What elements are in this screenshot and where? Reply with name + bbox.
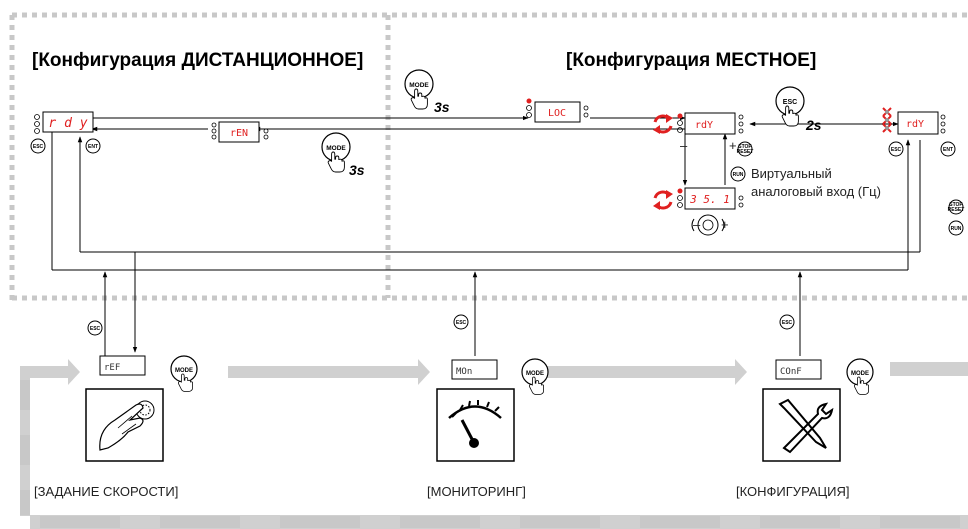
local-config-title: [Конфигурация МЕСТНОЕ] xyxy=(566,50,816,71)
mode-hold-time-top: 3s xyxy=(434,99,450,115)
ent-button-right[interactable]: ENT xyxy=(940,141,956,157)
display-mon: MOn xyxy=(451,359,498,380)
stop-reset-button-local[interactable]: STOP RESET xyxy=(737,141,754,157)
svg-text:MODE: MODE xyxy=(409,82,429,89)
display-ref: rEF xyxy=(99,355,146,376)
display-conf: COnF xyxy=(775,359,822,380)
display-rdy-local: rdY xyxy=(677,112,744,135)
monitoring-menu-label: [МОНИТОРИНГ] xyxy=(427,484,526,499)
svg-text:ESC: ESC xyxy=(90,326,101,332)
svg-text:rdY: rdY xyxy=(695,120,713,131)
connector-lines xyxy=(51,115,921,356)
esc-button-mon[interactable]: ESC xyxy=(453,314,469,330)
svg-text:RUN: RUN xyxy=(733,172,744,178)
mode-button-conf[interactable]: MODE xyxy=(846,358,874,395)
svg-text:MODE: MODE xyxy=(851,371,869,377)
svg-text:ESC: ESC xyxy=(891,147,902,153)
svg-text:MODE: MODE xyxy=(326,145,346,152)
run-button-right[interactable]: RUN xyxy=(948,220,964,236)
svg-text:MODE: MODE xyxy=(526,371,544,377)
svg-text:LOC: LOC xyxy=(548,108,566,119)
rotate-arrows-icon xyxy=(651,112,675,136)
svg-text:RESET: RESET xyxy=(737,149,754,155)
svg-text:MODE: MODE xyxy=(175,368,193,374)
display-loc: LOC xyxy=(526,98,589,123)
hand-dial-icon xyxy=(99,400,155,451)
mode-hold-time-mid: 3s xyxy=(349,162,365,178)
mode-button-ref[interactable]: MODE xyxy=(170,355,198,392)
jog-plus: + xyxy=(721,217,729,232)
mode-button-mon[interactable]: MODE xyxy=(521,358,549,395)
svg-text:ESC: ESC xyxy=(456,320,467,326)
display-rdy-right: rdY xyxy=(882,107,946,135)
dashed-border xyxy=(9,12,968,301)
esc-button-conf[interactable]: ESC xyxy=(779,314,795,330)
run-button-local[interactable]: RUN xyxy=(730,166,746,182)
svg-text:ENT: ENT xyxy=(943,147,953,153)
svg-text:rEF: rEF xyxy=(104,363,120,373)
ent-button-remote[interactable]: ENT xyxy=(85,138,101,154)
svg-text:RESET: RESET xyxy=(948,207,965,213)
virtual-input-label-line1: Виртуальный xyxy=(751,166,832,181)
config-menu-icon[interactable] xyxy=(762,388,841,462)
rotate-arrows-icon xyxy=(651,188,675,212)
display-rdy-remote: r d y xyxy=(34,111,94,134)
stop-reset-button-right[interactable]: STOP RESET xyxy=(948,199,965,215)
svg-text:STOP: STOP xyxy=(738,144,752,150)
mode-button-mid[interactable]: MODE xyxy=(321,132,351,173)
mode-button-top[interactable]: MODE xyxy=(404,69,434,110)
speed-ref-menu-icon[interactable] xyxy=(85,388,164,462)
svg-text:ESC: ESC xyxy=(33,144,44,150)
svg-text:STOP: STOP xyxy=(949,202,963,208)
gauge-icon xyxy=(448,400,502,448)
monitoring-menu-icon[interactable] xyxy=(436,388,515,462)
jog-dial-icon[interactable] xyxy=(691,214,725,236)
svg-text:COnF: COnF xyxy=(780,367,802,377)
svg-text:ESC: ESC xyxy=(783,99,797,106)
svg-text:ENT: ENT xyxy=(88,144,98,150)
esc-button-ref[interactable]: ESC xyxy=(87,320,103,336)
display-speed: 3 5. 1 xyxy=(677,187,744,210)
svg-text:RUN: RUN xyxy=(951,226,962,232)
svg-text:ESC: ESC xyxy=(782,320,793,326)
svg-text:rEN: rEN xyxy=(230,128,248,139)
esc-button-remote[interactable]: ESC xyxy=(30,138,46,154)
svg-text:r d y: r d y xyxy=(48,116,87,131)
remote-config-title: [Конфигурация ДИСТАНЦИОННОЕ] xyxy=(32,50,363,71)
svg-text:MOn: MOn xyxy=(456,367,472,377)
svg-text:3 5. 1: 3 5. 1 xyxy=(689,193,730,206)
virtual-input-label-line2: аналоговый вход (Гц) xyxy=(751,184,881,199)
esc-button-hold[interactable]: ESC xyxy=(775,86,805,127)
svg-text:rdY: rdY xyxy=(906,119,924,130)
plus-sign: + xyxy=(729,138,737,153)
speed-ref-menu-label: [ЗАДАНИЕ СКОРОСТИ] xyxy=(34,484,178,499)
esc-hold-time: 2s xyxy=(805,117,822,133)
config-menu-label: [КОНФИГУРАЦИЯ] xyxy=(736,484,850,499)
wrench-screwdriver-icon xyxy=(778,398,834,454)
minus-sign: – xyxy=(680,138,688,153)
jog-minus: – xyxy=(693,217,701,232)
esc-button-right[interactable]: ESC xyxy=(888,141,904,157)
display-ren: rEN xyxy=(211,121,269,143)
